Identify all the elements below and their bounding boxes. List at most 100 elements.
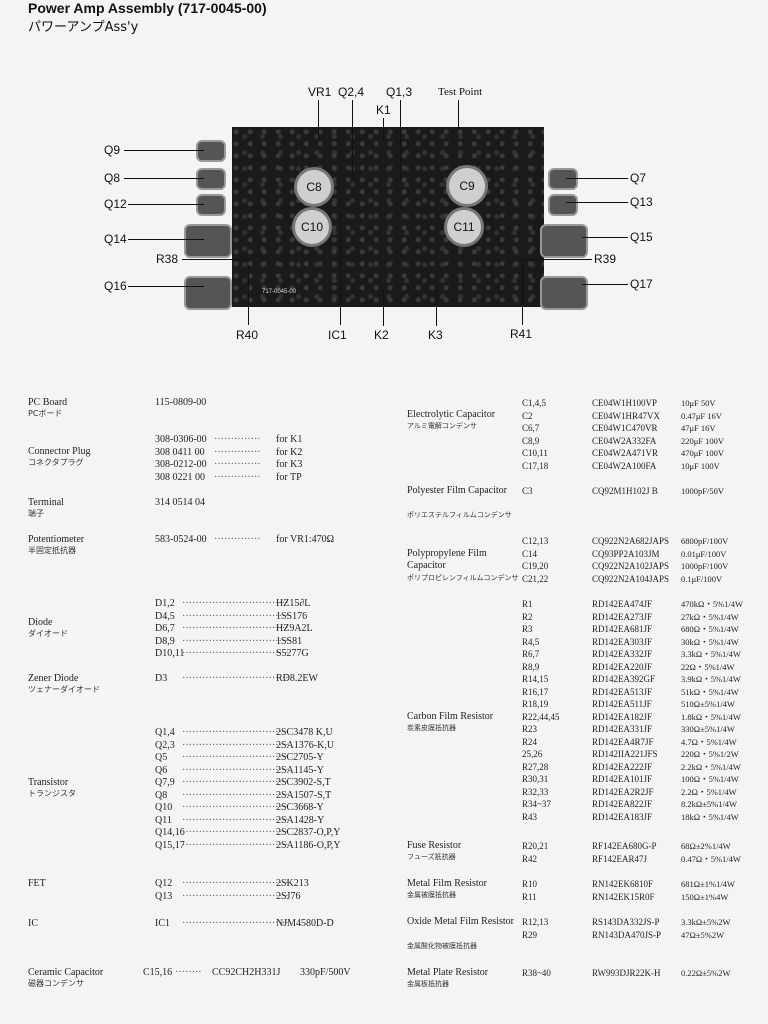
dot-leader: ································ [182,802,289,813]
part-rating: 3.9kΩ・5%1/4W [681,674,741,684]
part-number: CE04W2A332FA [592,435,657,446]
label-vr1: VR1 [308,85,332,99]
category-label: Diode [28,616,53,628]
part-rating: 0.01μF/100V [681,548,727,559]
category-label: Zener Diode [28,673,79,684]
category-label-jp: ポリエステルフィルムコンデンサ [407,511,512,519]
ref-designator: C1,4,5 [522,398,547,408]
part-rating: 2.2Ω・5%1/4W [681,786,737,797]
dot-leader: ········ [175,967,202,978]
category-label-jp: 炭素皮膜抵抗器 [407,723,456,732]
part-number: RD142EA2R2JF [592,786,654,797]
ref-designator: D8,9 [155,635,175,647]
category-label: PC Board [28,397,68,408]
part-usage: for K3 [276,459,303,470]
part-rating: 30kΩ・5%1/4W [681,636,739,647]
label-r38: R38 [156,252,179,266]
part-rating: 330Ω±5%1/4W [681,724,735,734]
ref-designator: Q10 [155,802,173,813]
transistor-q7 [548,168,578,190]
ref-designator: R30,31 [522,774,549,784]
ref-designator: R32,33 [522,786,549,797]
ref-designator: C12,13 [522,536,549,546]
category-label-jp: PCボード [28,409,63,418]
part-rating: 0.47μF 16V [681,410,722,421]
ref-designator: R24 [522,736,538,747]
part-rating: 68Ω±2%1/4W [681,841,731,851]
ref-designator: C15,16 [143,967,173,978]
label-q7: Q7 [630,171,647,185]
dot-leader: ·············· [214,434,261,445]
part-rating: 10μF 50V [681,398,716,408]
part-number: CE04W1HR47VX [592,410,660,421]
ref-designator: R43 [522,811,538,822]
part-number: 1SS81 [276,635,303,647]
ref-designator: 25,26 [522,749,543,759]
ref-designator: C3 [522,486,533,496]
ref-designator: D10,11 [155,648,185,659]
category-label-jp: 端子 [28,509,44,518]
label-r40: R40 [236,328,259,342]
ref-designator: C2 [522,410,533,421]
part-number: RD142EA332JF [592,649,653,659]
part-number: CE04W1H100VP [592,398,657,408]
label-q14: Q14 [104,232,127,246]
part-number: CE04W1C470VR [592,423,658,433]
label-q16: Q16 [104,279,127,293]
category-label-jp: ツェナーダイオード [28,685,100,694]
label-test-point: Test Point [438,86,483,98]
part-number: RD142EA182JF [592,711,653,722]
part-rating: 1000pF/50V [681,486,724,496]
part-number: 583-0524-00 [155,534,207,545]
dot-leader: ·············· [214,534,261,545]
part-rating: 27kΩ・5%1/4W [681,611,739,622]
part-rating: 8.2kΩ±5%1/4W [681,799,738,809]
ref-designator: C8,9 [522,435,540,446]
dot-leader: ·············· [214,471,261,483]
ref-designator: D3 [155,673,168,684]
dot-leader: ································ [182,890,289,902]
part-number: CQ93PP2A103JM [592,548,660,559]
part-number: RD142EA513JF [592,686,653,697]
part-number: 2SA1428-Y [276,814,325,826]
part-number: RD142EA331JF [592,724,653,734]
part-number: RN143DA470JS-P [592,929,662,940]
ref-designator: C10,11 [522,448,548,458]
part-number: CQ922N2A682JAPS [592,536,670,546]
part-number: CQ92M1H102J B [592,486,658,496]
ref-designator: Q12 [155,878,173,889]
ref-designator: Q13 [155,890,173,902]
category-label: Metal Plate Resistor [407,967,489,978]
part-number: 2SJ76 [276,890,301,902]
part-number: RN142EK15R0F [592,891,655,902]
label-q8: Q8 [104,171,121,185]
dot-leader: ································ [182,878,289,889]
part-rating: 470kΩ・5%1/4W [681,599,744,609]
ref-designator: Q1,4 [155,727,175,738]
ref-designator: R38~40 [522,968,551,978]
part-number: RD8.2EW [276,673,318,684]
part-rating: 680Ω・5%1/4W [681,624,739,634]
part-number: RD142EA101JF [592,774,653,784]
label-q9: Q9 [104,143,121,157]
part-number: CC92CH2H331J [212,967,281,978]
ref-designator: Q6 [155,764,168,776]
ref-designator: Q11 [155,814,172,826]
dot-leader: ································ [182,839,289,851]
part-rating: 10μF 100V [681,460,720,471]
dot-leader: ································ [182,764,289,776]
part-rating: 100Ω・5%1/4W [681,774,739,784]
part-number: NJM4580D-D [276,918,334,929]
part-rating: 0.22Ω±5%2W [681,968,731,978]
part-number: RD142EA4R7JF [592,736,654,747]
label-q13-right: Q13 [630,195,653,209]
category-label-jp: 金属被膜抵抗器 [407,891,456,899]
part-number: RD142IIA221JFS [592,749,658,759]
part-number: 314 0514 04 [155,497,205,508]
part-rating: 47μF 16V [681,423,716,433]
ref-designator: C17,18 [522,460,549,471]
dot-leader: ·············· [214,459,261,470]
part-rating: 3.3kΩ±5%2W [681,917,731,927]
ref-designator: R16,17 [522,686,549,697]
part-number: 308 0411 00 [155,446,205,458]
